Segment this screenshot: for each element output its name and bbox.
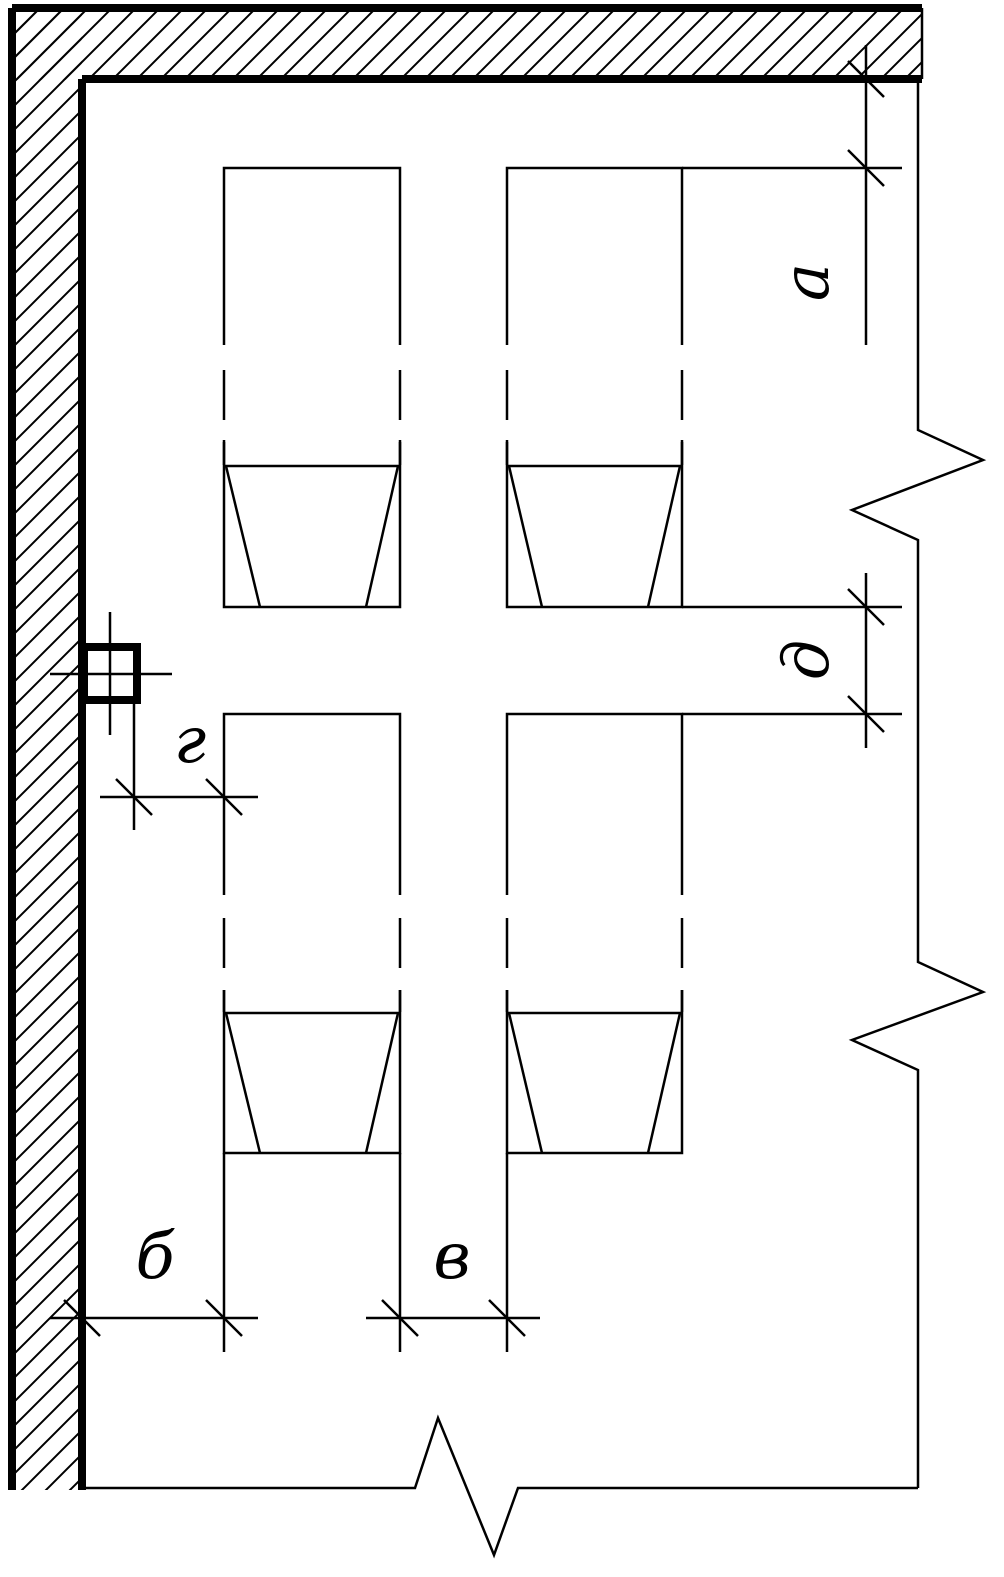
wall-hatching [12, 8, 922, 1490]
label-d: д [770, 640, 844, 681]
top-wall-hatch [12, 8, 922, 80]
right-boundary-break-line [848, 79, 987, 1488]
left-wall-hatch [12, 8, 82, 1490]
bed-bottom-right [505, 712, 684, 1155]
label-b: б [135, 1220, 175, 1294]
dimension-d [682, 573, 902, 748]
dimension-b [50, 1153, 258, 1352]
bed-top-left [222, 166, 402, 609]
bed-top-right [505, 166, 684, 609]
dimension-v [366, 1153, 540, 1352]
label-g: г [174, 704, 206, 778]
bed-bottom-left [222, 712, 402, 1155]
column [50, 612, 172, 735]
bottom-boundary-break-line [82, 1414, 918, 1559]
label-a: а [770, 263, 844, 301]
dimension-a [682, 45, 902, 345]
label-v: в [433, 1220, 470, 1294]
dimension-g [100, 700, 258, 830]
wall-outlines [8, 4, 924, 1490]
